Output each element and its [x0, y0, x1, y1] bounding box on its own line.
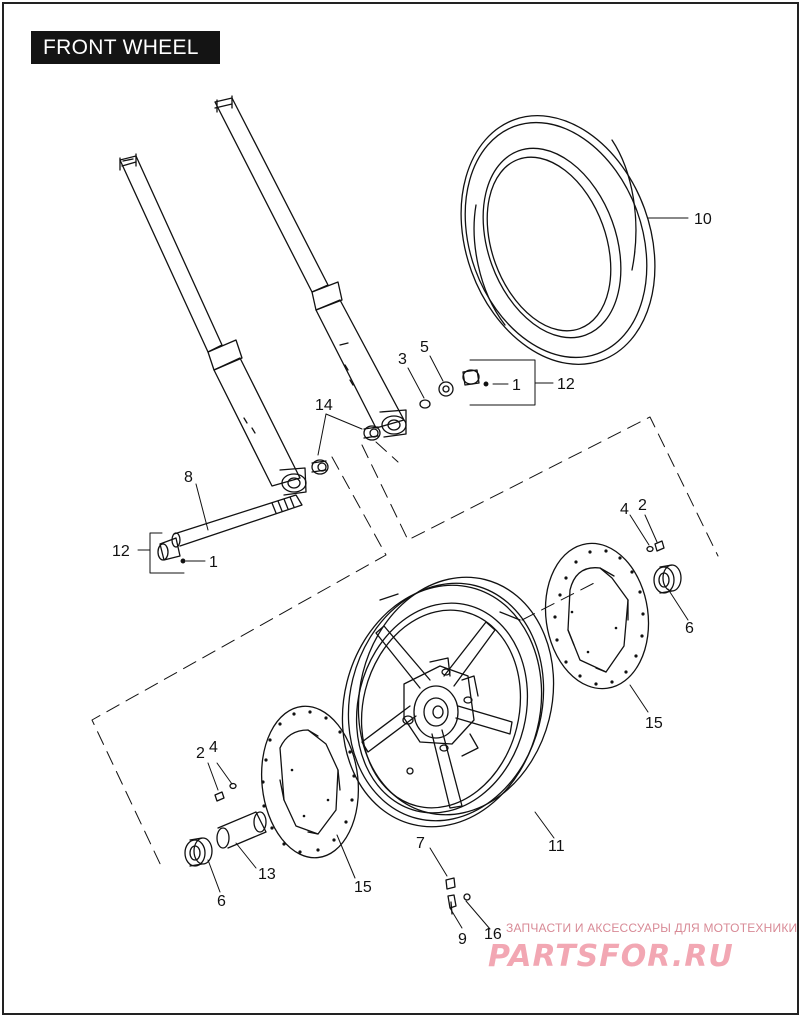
- watermark-caption: ЗАПЧАСТИ И АКСЕССУАРЫ ДЛЯ МОТОТЕХНИКИ: [506, 921, 797, 935]
- spacer-sleeve: [216, 811, 267, 849]
- callout-15-left: 15: [354, 879, 372, 896]
- callout-12-left: 12: [112, 543, 130, 560]
- callout-2-left: 2: [196, 745, 205, 762]
- fork-leg-right: [214, 95, 407, 438]
- callout-16: 16: [484, 926, 502, 943]
- page-title: FRONT WHEEL: [31, 31, 220, 64]
- watermark: ЗАПЧАСТИ И АКСЕССУАРЫ ДЛЯ МОТОТЕХНИКИ PA…: [488, 921, 797, 974]
- callout-8: 8: [184, 469, 193, 486]
- leader-lines: [137, 217, 689, 930]
- bolt-right: [646, 540, 665, 553]
- callout-6-left: 6: [217, 893, 226, 910]
- callout-14: 14: [315, 397, 333, 414]
- callout-12-right: 12: [557, 376, 575, 393]
- callout-3: 3: [398, 351, 407, 368]
- callout-6-right: 6: [685, 620, 694, 637]
- callout-13: 13: [258, 866, 276, 883]
- bolt-left: [214, 782, 237, 802]
- callout-4-right: 4: [620, 501, 629, 518]
- callout-1-left: 1: [209, 554, 218, 571]
- watermark-logo: PARTSFOR.RU: [488, 939, 734, 974]
- brake-disc-left: [260, 705, 360, 859]
- callout-4-left: 4: [209, 739, 218, 756]
- axle-hardware-right: [419, 369, 489, 409]
- callout-10: 10: [694, 211, 712, 228]
- callout-9: 9: [458, 931, 467, 948]
- callout-15-right: 15: [645, 715, 663, 732]
- callout-2-right: 2: [638, 497, 647, 514]
- wheel: [341, 576, 555, 828]
- spacers: [311, 425, 381, 475]
- fork-leg-left: [119, 153, 307, 496]
- centerlines: [91, 416, 719, 871]
- bearing-right: [653, 564, 682, 594]
- tire: [460, 115, 656, 365]
- bearing-left: [184, 837, 213, 867]
- callout-1-right: 1: [512, 377, 521, 394]
- callout-11: 11: [548, 838, 565, 855]
- callout-5: 5: [420, 339, 429, 356]
- callout-labels: 10 3 5 1 12 14 8 12 1 4 2 6 15 11 2 4 13…: [112, 211, 712, 948]
- brake-disc-right: [544, 542, 650, 690]
- axle: [157, 494, 303, 564]
- valve-stem: [445, 877, 471, 915]
- callout-7: 7: [416, 835, 425, 852]
